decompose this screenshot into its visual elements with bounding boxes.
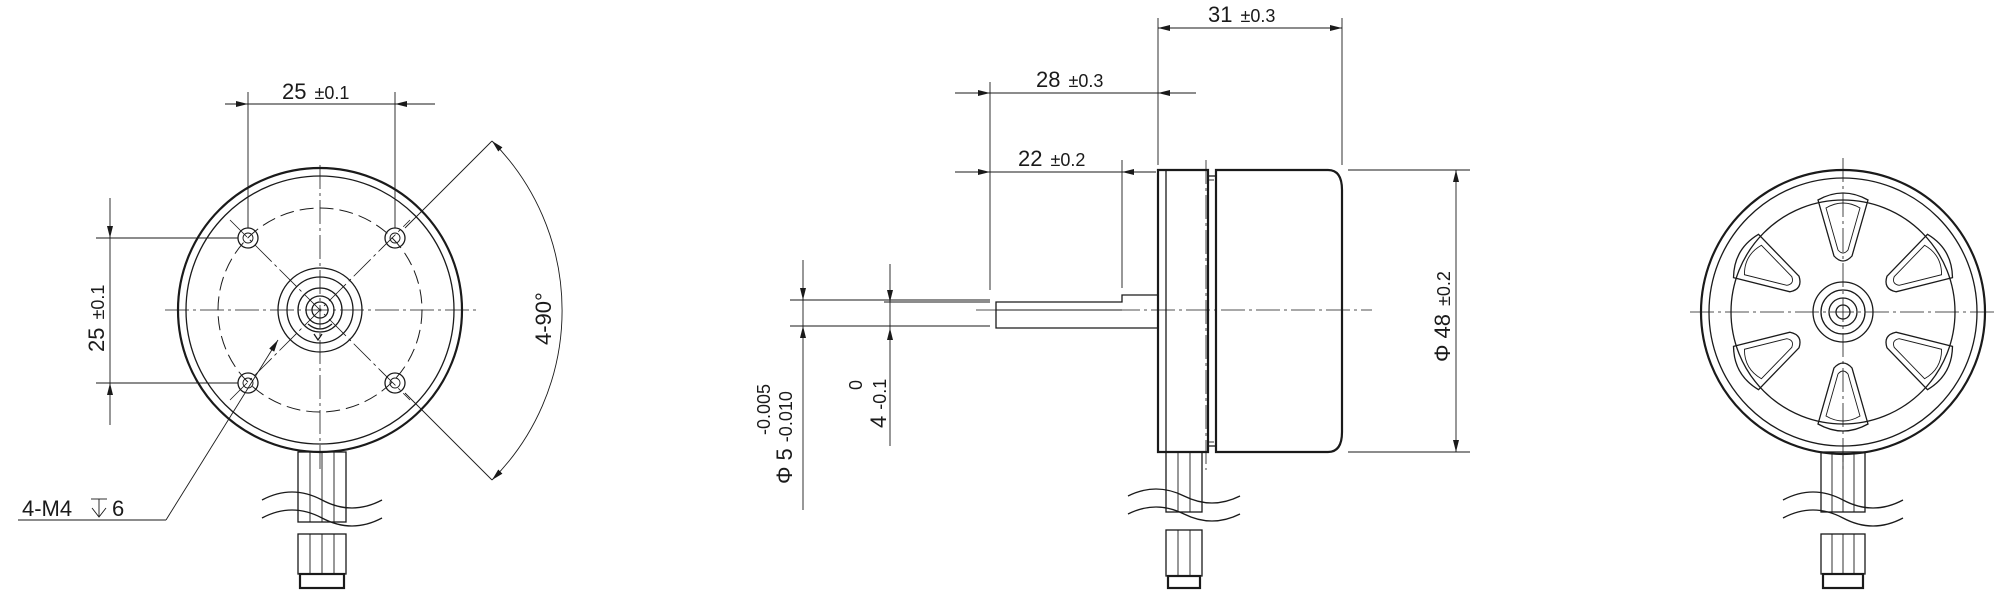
- front-view: 25 ±0.1 25 ±0.1 4-90° 4-M4: [18, 79, 563, 590]
- dim-hole-spacing-y: 25 ±0.1: [84, 198, 238, 425]
- dim-body-diameter: Φ 48 ±0.2: [1348, 169, 1470, 453]
- dim-value: 25: [84, 328, 109, 352]
- cable: [1127, 451, 1241, 590]
- dim-value: 48: [1430, 314, 1455, 338]
- dim-shaft-length-22: 22 ±0.2: [955, 146, 1156, 288]
- svg-text:4-M4: 4-M4: [22, 496, 72, 521]
- dim-value: 5: [772, 448, 797, 460]
- depth-symbol-icon: [91, 498, 107, 518]
- dim-hole-angle: 4-90°: [404, 140, 563, 481]
- cable: [261, 451, 383, 590]
- svg-text:Φ5-0.010: Φ 5 -0.010: [772, 391, 797, 484]
- dim-tolerance-upper: 0: [846, 380, 866, 390]
- side-view: 31 ±0.3 28 ±0.3 22 ±0.2 Φ 48 ±0.2: [754, 2, 1470, 590]
- svg-text:25±0.1: 25 ±0.1: [282, 79, 349, 104]
- dim-hole-spacing-x: 25 ±0.1: [225, 79, 435, 228]
- dim-tolerance: ±0.1: [314, 83, 349, 103]
- dim-value: 31: [1208, 2, 1232, 27]
- svg-text:4-0.1: 4 -0.1: [866, 379, 891, 428]
- dim-tolerance-upper: -0.005: [754, 384, 774, 435]
- dim-overall-length: 31 ±0.3: [1157, 2, 1343, 165]
- vent-openings: [1732, 192, 1954, 432]
- diameter-symbol-icon: Φ: [1430, 344, 1455, 362]
- thread-size: 4-M4: [22, 496, 72, 521]
- dim-value: 28: [1036, 67, 1060, 92]
- dim-value: 25: [282, 79, 306, 104]
- dim-tolerance: ±0.3: [1068, 71, 1103, 91]
- thread-depth: 6: [112, 496, 124, 521]
- svg-text:25±0.1: 25 ±0.1: [84, 285, 109, 352]
- svg-text:28±0.3: 28 ±0.3: [1036, 67, 1103, 92]
- thread-callout: 4-M4 6: [18, 339, 279, 521]
- svg-text:22±0.2: 22 ±0.2: [1018, 146, 1085, 171]
- dim-tolerance-lower: -0.010: [776, 391, 796, 442]
- dim-tolerance: ±0.3: [1240, 6, 1275, 26]
- dim-tolerance: ±0.2: [1434, 271, 1454, 306]
- dim-shaft-length-28: 28 ±0.3: [955, 67, 1196, 290]
- rear-view: [1690, 158, 1994, 590]
- diameter-symbol-icon: Φ: [772, 466, 797, 484]
- cable: [1782, 451, 1904, 590]
- angle-label: 4-90°: [531, 292, 556, 345]
- dim-flat-width: 4 -0.1 0: [846, 264, 990, 446]
- dim-value: 4: [866, 416, 891, 428]
- svg-text:Φ48±0.2: Φ 48 ±0.2: [1430, 271, 1455, 362]
- dim-tolerance: ±0.1: [88, 285, 108, 320]
- dim-value: 22: [1018, 146, 1042, 171]
- svg-text:31±0.3: 31 ±0.3: [1208, 2, 1275, 27]
- dim-tolerance-lower: -0.1: [870, 379, 890, 410]
- dim-shaft-diameter: Φ 5 -0.010 -0.005: [754, 260, 990, 510]
- dim-tolerance: ±0.2: [1050, 150, 1085, 170]
